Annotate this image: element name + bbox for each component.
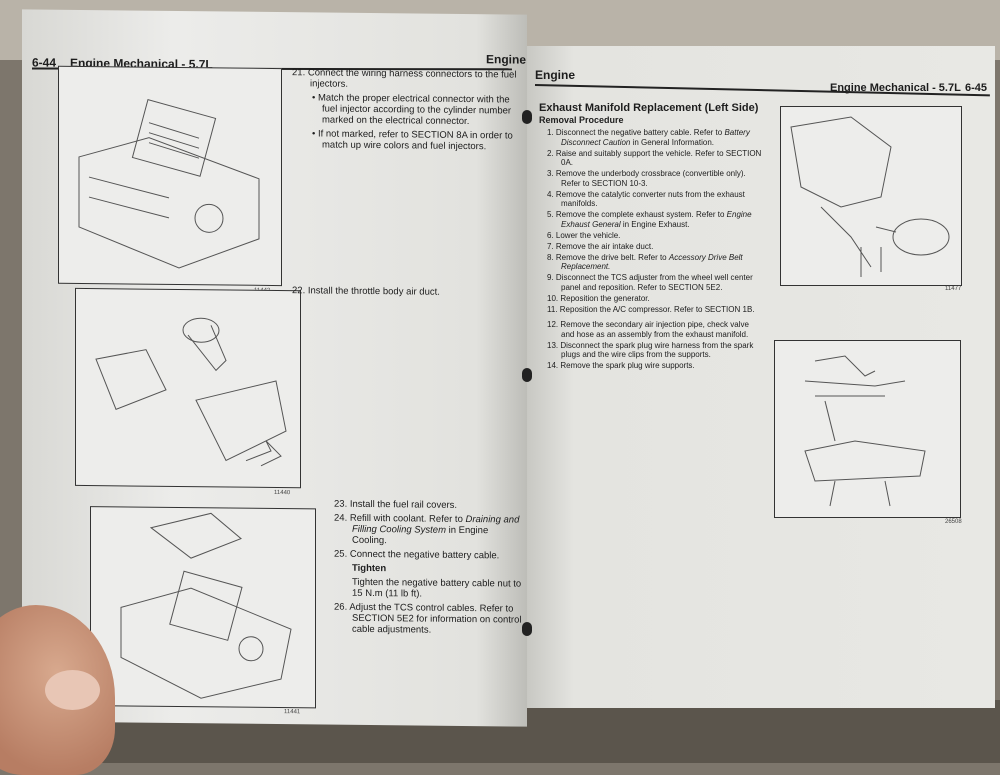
step-number: 8. (547, 252, 554, 262)
tighten-spec: Tighten the negative battery cable nut t… (352, 576, 522, 600)
left-header-section: Engine (486, 52, 527, 67)
binding-hole (522, 110, 532, 124)
removal-step: 12. Remove the secondary air injection p… (547, 320, 762, 339)
right-header-section: Engine (535, 68, 576, 82)
step-text: Disconnect the TCS adjuster from the whe… (555, 273, 753, 292)
step-number: 6. (547, 230, 554, 240)
figure-throttle-air-duct (75, 287, 301, 489)
removal-step: 10. Reposition the generator. (547, 294, 762, 304)
removal-step: 6. Lower the vehicle. (547, 231, 762, 241)
step-reference: Battery Disconnect Caution (561, 128, 750, 147)
tighten-label: Tighten (352, 562, 387, 575)
step-number: 22. (292, 285, 306, 297)
section-title: Exhaust Manifold Replacement (Left Side) (539, 102, 759, 114)
step-number: 1. (547, 128, 554, 137)
right-page: Engine Engine Mechanical - 5.7L 6-45 Exh… (527, 46, 995, 708)
removal-step: 5. Remove the complete exhaust system. R… (547, 210, 762, 229)
step-text: Remove the air intake duct. (555, 241, 654, 251)
air-duct-illustration (95, 317, 287, 467)
step-text: in Engine Exhaust. (622, 219, 690, 229)
left-page: 6-44 Engine Mechanical - 5.7L Engine 114… (22, 9, 527, 727)
bullet-text: If not marked, refer to SECTION 8A in or… (317, 128, 513, 153)
removal-step: 3. Remove the underbody crossbrace (conv… (547, 169, 762, 188)
step-22: 22. Install the throttle body air duct. (292, 285, 517, 301)
figure-number: 11477 (945, 286, 962, 292)
procedure-title: Removal Procedure (539, 115, 624, 125)
right-page-number: 6-45 (965, 82, 988, 94)
step-text: Reposition the A/C compressor. Refer to … (559, 304, 755, 314)
removal-step: 2. Raise and suitably support the vehicl… (547, 149, 762, 168)
binding-hole (522, 368, 532, 382)
step-text: Install the fuel rail covers. (349, 498, 458, 511)
removal-step: 11. Reposition the A/C compressor. Refer… (547, 305, 762, 315)
step-number: 4. (547, 189, 554, 199)
step-number: 14. (547, 361, 559, 370)
figure-fuel-injectors (58, 65, 282, 287)
step-text: Adjust the TCS control cables. Refer to … (349, 601, 522, 636)
step-reference: Engine Exhaust General (561, 210, 752, 229)
figure-catalytic-converter (780, 106, 962, 286)
manifold-illustration (804, 355, 926, 507)
step-number: 25. (334, 548, 348, 560)
step-text: Reposition the generator. (560, 293, 650, 303)
step-text: Remove the secondary air injection pipe,… (560, 320, 749, 339)
figure-number: 11440 (274, 489, 291, 497)
engine-covers-illustration (120, 512, 292, 699)
bullet-text: Match the proper electrical connector wi… (317, 92, 512, 128)
steps-23-26: 23. Install the fuel rail covers. 24. Re… (334, 499, 524, 640)
removal-step: 13. Disconnect the spark plug wire harne… (547, 341, 762, 360)
figure-number: 11441 (284, 709, 301, 716)
removal-step: 1. Disconnect the negative battery cable… (547, 128, 762, 147)
step-text: in General Information. (632, 137, 714, 147)
step-text: Remove the underbody crossbrace (convert… (555, 169, 746, 188)
step-text: Lower the vehicle. (555, 230, 621, 240)
removal-step: 4. Remove the catalytic converter nuts f… (547, 190, 762, 209)
step-text: Remove the complete exhaust system. Refe… (555, 210, 725, 219)
step-text: Disconnect the negative battery cable. R… (555, 128, 723, 137)
step-number: 26. (334, 601, 348, 613)
step-reference: Accessory Drive Belt Replacement. (561, 252, 743, 272)
step-number: 2. (547, 148, 554, 158)
figure-fuel-rail-covers (90, 506, 316, 709)
removal-steps: 1. Disconnect the negative battery cable… (547, 128, 762, 372)
figure-number: 26508 (945, 519, 962, 525)
step-number: 11. (547, 304, 558, 314)
step-text: Disconnect the spark plug wire harness f… (560, 340, 754, 360)
step-text: Connect the wiring harness connectors to… (307, 67, 517, 90)
engine-illustration (790, 116, 950, 277)
figure-exhaust-manifold (774, 340, 961, 518)
step-number: 10. (547, 293, 559, 303)
step-number: 12. (547, 320, 559, 329)
step-text: Remove the spark plug wire supports. (560, 361, 695, 370)
step-text: Connect the negative battery cable. (349, 548, 500, 562)
step-number: 9. (547, 273, 554, 282)
step-text: Remove the drive belt. Refer to (555, 252, 667, 262)
removal-step: 14. Remove the spark plug wire supports. (547, 361, 762, 371)
step-number: 7. (547, 241, 554, 251)
step-number: 3. (547, 169, 554, 178)
binding-hole (522, 622, 532, 636)
step-21: 21. Connect the wiring harness connector… (292, 67, 517, 153)
step-text: Install the throttle body air duct. (307, 285, 440, 298)
step-number: 5. (547, 210, 554, 219)
removal-step: 7. Remove the air intake duct. (547, 242, 762, 252)
step-number: 13. (547, 340, 559, 350)
step-text: Remove the catalytic converter nuts from… (555, 189, 745, 209)
thumbnail (45, 670, 100, 710)
removal-step: 9. Disconnect the TCS adjuster from the … (547, 273, 762, 292)
removal-step: 8. Remove the drive belt. Refer to Acces… (547, 253, 762, 272)
step-number: 23. (334, 498, 348, 510)
step-number: 24. (334, 512, 348, 524)
step-number: 21. (292, 67, 306, 79)
engine-illustration (78, 99, 260, 269)
step-text: Raise and suitably support the vehicle. … (555, 148, 762, 168)
